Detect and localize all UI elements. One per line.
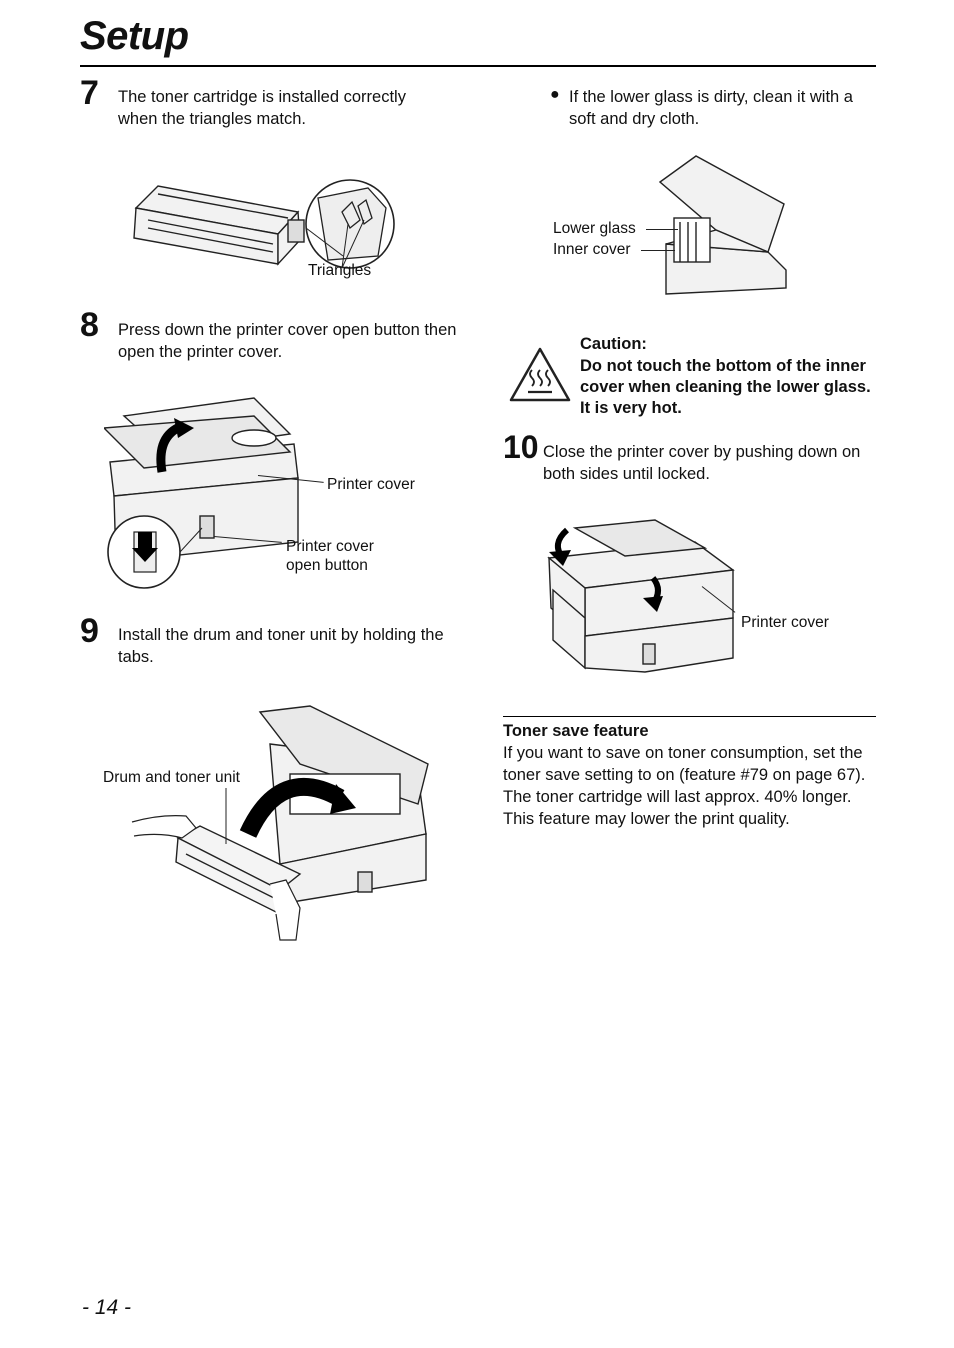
lower-glass-bullet-text: If the lower glass is dirty, clean it wi… <box>569 88 853 128</box>
drum-toner-label: Drum and toner unit <box>103 769 240 786</box>
printer-cover-label-step10: Printer cover <box>741 614 829 631</box>
inner-cover-label: Inner cover <box>553 241 631 258</box>
caution-title: Caution: <box>580 335 647 353</box>
lower-glass-illustration <box>656 152 796 300</box>
hot-surface-warning-icon <box>508 346 572 409</box>
fax-open-cover-illustration <box>104 392 324 592</box>
page-title: Setup <box>80 14 189 58</box>
header-rule <box>80 65 876 67</box>
open-button-label-line1: Printer cover <box>286 538 374 555</box>
step-8-number: 8 <box>80 306 99 344</box>
toner-save-heading: Toner save feature <box>503 722 649 740</box>
drum-install-illustration <box>130 704 435 944</box>
step-7-text: The toner cartridge is installed correct… <box>118 88 406 128</box>
toner-save-body: If you want to save on toner consumption… <box>503 744 866 828</box>
toner-save-rule <box>503 716 876 717</box>
bullet-icon: ● <box>550 86 560 103</box>
step-10-text: Close the printer cover by pushing down … <box>543 443 861 483</box>
lower-glass-label: Lower glass <box>553 220 636 237</box>
step-8-text: Press down the printer cover open button… <box>118 321 457 361</box>
page-number: - 14 - <box>82 1296 132 1319</box>
triangles-label: Triangles <box>308 262 372 279</box>
open-button-label-line2: open button <box>286 557 368 574</box>
step-10-number: 10 <box>503 429 539 465</box>
lower-glass-leader <box>646 229 678 230</box>
step-7-number: 7 <box>80 74 99 112</box>
step-9-text: Install the drum and toner unit by holdi… <box>118 626 444 666</box>
caution-body: Do not touch the bottom of the inner cov… <box>580 357 871 417</box>
step-9-number: 9 <box>80 612 99 650</box>
fax-close-cover-illustration <box>545 518 740 678</box>
printer-cover-label-step8: Printer cover <box>327 476 415 493</box>
toner-cartridge-illustration <box>128 168 403 278</box>
inner-cover-leader <box>641 250 675 251</box>
